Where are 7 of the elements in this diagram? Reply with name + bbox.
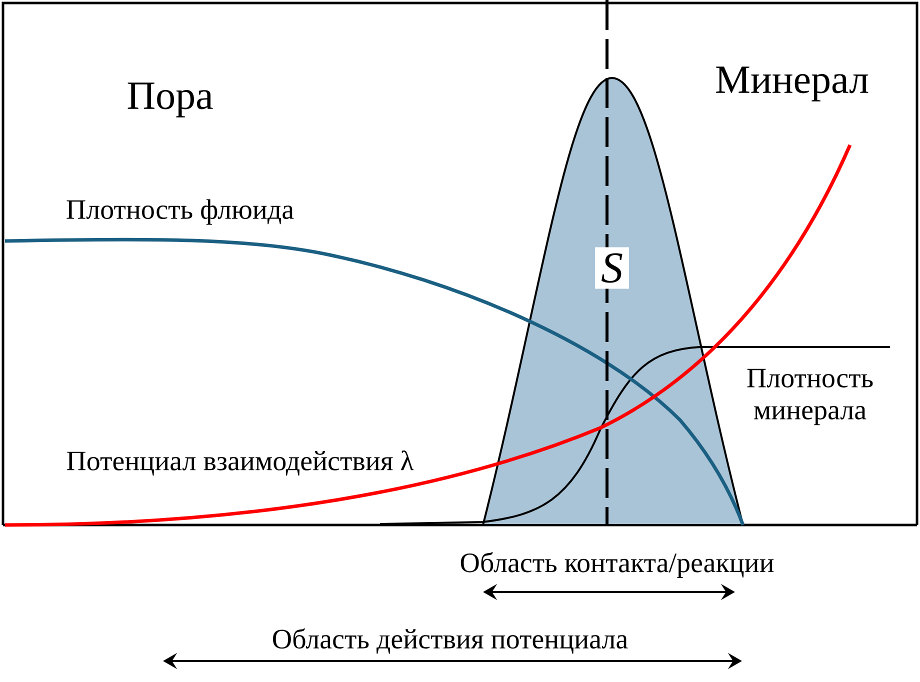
- region-label: Пора: [128, 82, 213, 118]
- span-label: Область контакта/реакции: [460, 552, 774, 578]
- region-label: Минерал: [716, 66, 868, 102]
- curve-label: Плотность минерала: [747, 368, 873, 426]
- curve-label: Плотность флюида: [66, 199, 294, 225]
- span-label: Область действия потенциала: [273, 628, 628, 654]
- curve-label: Потенциал взаимодействия λ: [66, 450, 414, 476]
